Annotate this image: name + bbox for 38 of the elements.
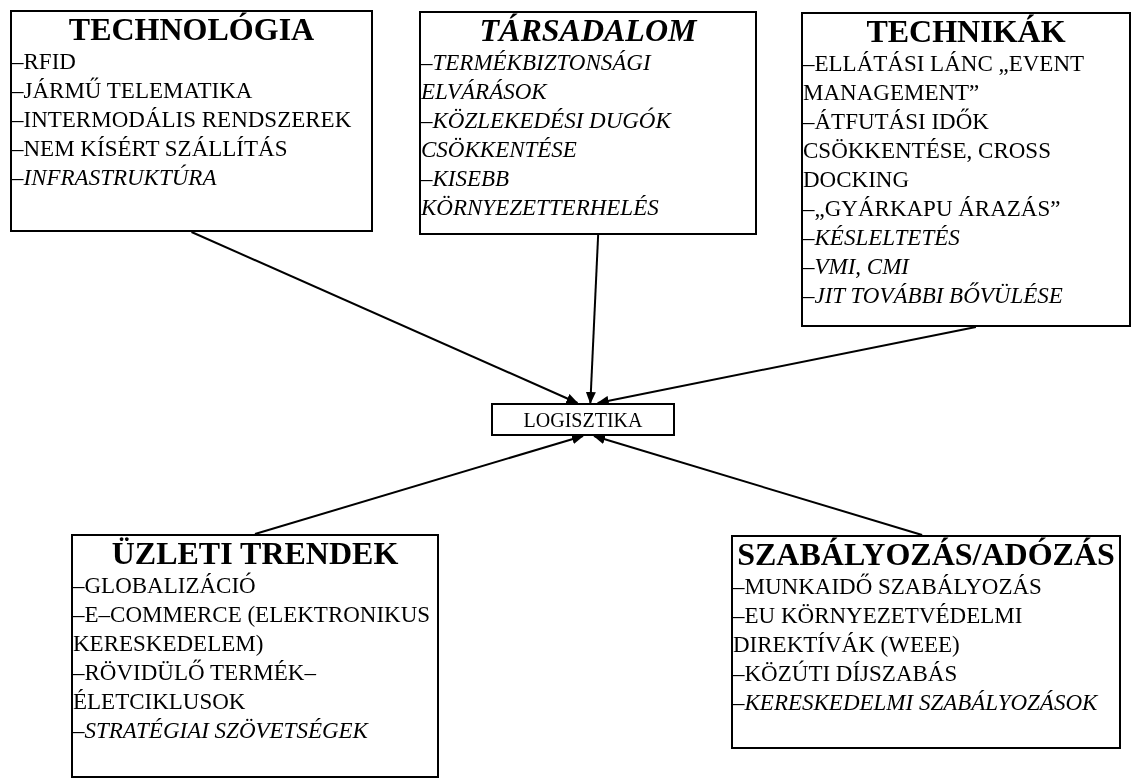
list-item: –KÉSLELTETÉS bbox=[803, 224, 961, 252]
arrow bbox=[190, 231, 579, 404]
list-item: –KISEBB KÖRNYEZETTERHELÉS bbox=[421, 165, 660, 222]
list-item: –RÖVIDÜLŐ TERMÉK–ÉLETCIKLUSOK bbox=[73, 658, 317, 716]
box-title: LOGISZTIKA bbox=[522, 407, 644, 433]
category-box bbox=[731, 535, 1121, 749]
box-heading: TÁRSADALOM bbox=[478, 13, 699, 48]
list-item: –VMI, CMI bbox=[803, 253, 911, 281]
list-item: –JIT TOVÁBBI BŐVÜLÉSE bbox=[803, 281, 1064, 310]
list-item: –KERESKEDELMI SZABÁLYOZÁSOK bbox=[733, 689, 1099, 717]
box-heading: TECHNIKÁK bbox=[865, 14, 1067, 49]
list-item: –GLOBALIZÁCIÓ bbox=[73, 571, 257, 600]
category-box bbox=[419, 11, 757, 235]
box-heading: SZABÁLYOZÁS/ADÓZÁS bbox=[736, 537, 1116, 572]
list-item: –EU KÖRNYEZETVÉDELMI DIREKTÍVÁK (WEEE) bbox=[733, 602, 1024, 659]
list-item: –JÁRMŰ TELEMATIKA bbox=[12, 76, 254, 105]
arrow bbox=[593, 434, 924, 536]
list-item: –ELLÁTÁSI LÁNC „EVENT MANAGEMENT” bbox=[803, 50, 1085, 107]
central-box bbox=[491, 403, 675, 436]
box-heading: TECHNOLÓGIA bbox=[67, 12, 316, 47]
list-item: –TERMÉKBIZTONSÁGI ELVÁRÁSOK bbox=[421, 49, 653, 106]
list-item: –STRATÉGIAI SZÖVETSÉGEK bbox=[73, 717, 370, 745]
box-heading: ÜZLETI TRENDEK bbox=[110, 536, 400, 571]
list-item: –INTERMODÁLIS RENDSZEREK bbox=[12, 106, 353, 134]
category-box bbox=[71, 534, 439, 778]
category-box bbox=[10, 10, 373, 232]
category-box bbox=[801, 12, 1131, 327]
arrow bbox=[585, 234, 600, 404]
list-item: –INFRASTRUKTÚRA bbox=[12, 163, 218, 192]
arrow bbox=[596, 326, 977, 406]
list-item: –RFID bbox=[12, 48, 77, 76]
list-item: –MUNKAIDŐ SZABÁLYOZÁS bbox=[733, 572, 1043, 601]
list-item: –KÖZLEKEDÉSI DUGÓK CSÖKKENTÉSE bbox=[421, 106, 673, 164]
list-item: –„GYÁRKAPU ÁRAZÁS” bbox=[803, 195, 1062, 223]
list-item: –KÖZÚTI DÍJSZABÁS bbox=[733, 659, 959, 688]
list-item: –E–COMMERCE (ELEKTRONIKUS KERESKEDELEM) bbox=[73, 601, 432, 658]
list-item: –NEM KÍSÉRT SZÁLLÍTÁS bbox=[12, 135, 289, 163]
list-item: –ÁTFUTÁSI IDŐK CSÖKKENTÉSE, CROSS DOCKING bbox=[803, 107, 1052, 194]
